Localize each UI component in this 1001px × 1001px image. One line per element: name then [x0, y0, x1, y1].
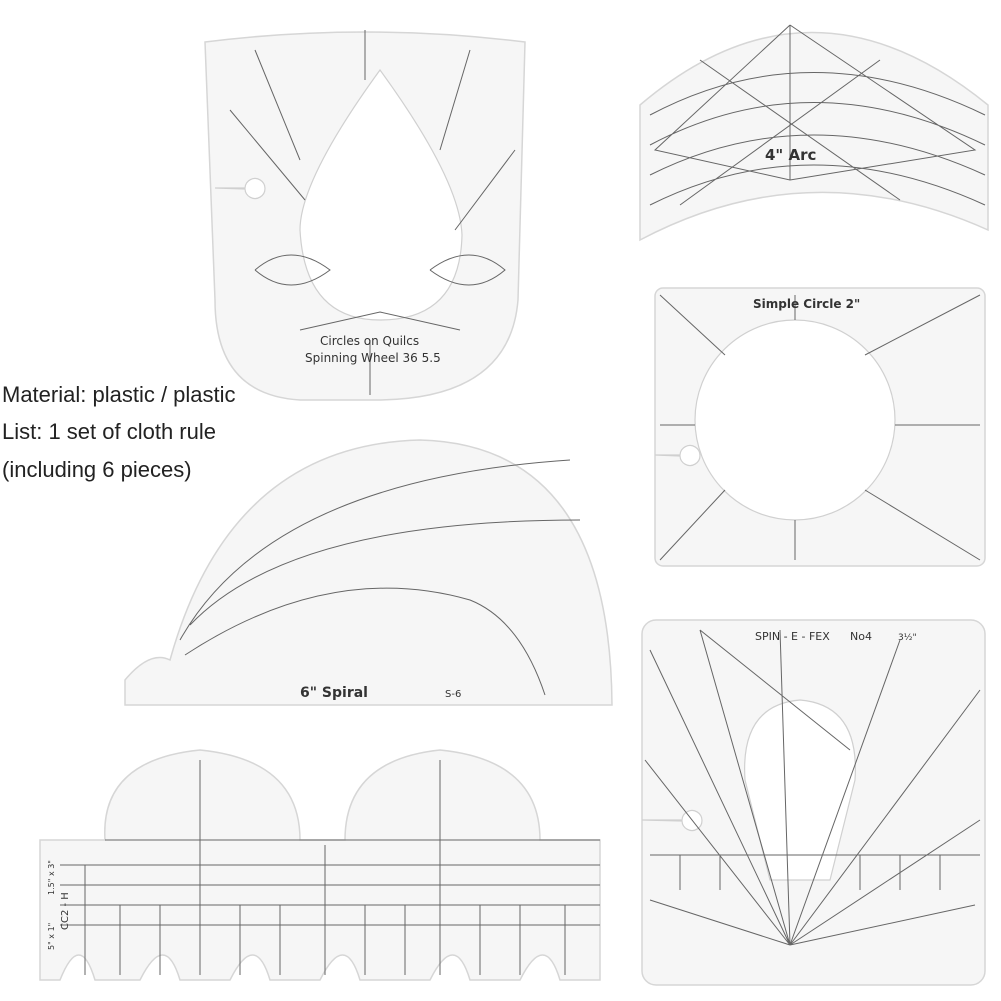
pieces-text: (including 6 pieces) — [2, 457, 192, 482]
spin-e-fex-label: SPIN - E - FEX — [755, 630, 830, 643]
simple-circle-label: Simple Circle 2" — [753, 297, 860, 311]
cc2-dims-2: 5" x 1" — [47, 923, 56, 950]
slot-notch — [214, 177, 266, 200]
list-text: List: 1 set of cloth rule — [2, 419, 216, 444]
cc2-dims-1: 1.5" x 3" — [47, 860, 56, 895]
material-text: Material: plastic / plastic — [2, 382, 236, 407]
arc-ruler — [639, 31, 989, 242]
spin-e-fex-number: No4 — [850, 630, 872, 643]
spiral-ruler — [124, 439, 613, 706]
spiral-code: S-6 — [445, 689, 461, 700]
spinning-wheel-label: Circles on Quilcs — [320, 334, 419, 348]
spin-e-fex-size: 3½" — [898, 633, 917, 643]
slot-notch — [641, 809, 703, 832]
spinning-wheel-sublabel: Spinning Wheel 36 5.5 — [305, 351, 441, 365]
spiral-label: 6" Spiral — [300, 685, 368, 701]
teardrop-hole-2 — [744, 699, 856, 881]
arc-label: 4" Arc — [765, 146, 816, 164]
slot-notch — [654, 444, 701, 467]
cc2-code: CC2 - H — [60, 892, 71, 930]
teardrop-hole — [299, 68, 463, 321]
